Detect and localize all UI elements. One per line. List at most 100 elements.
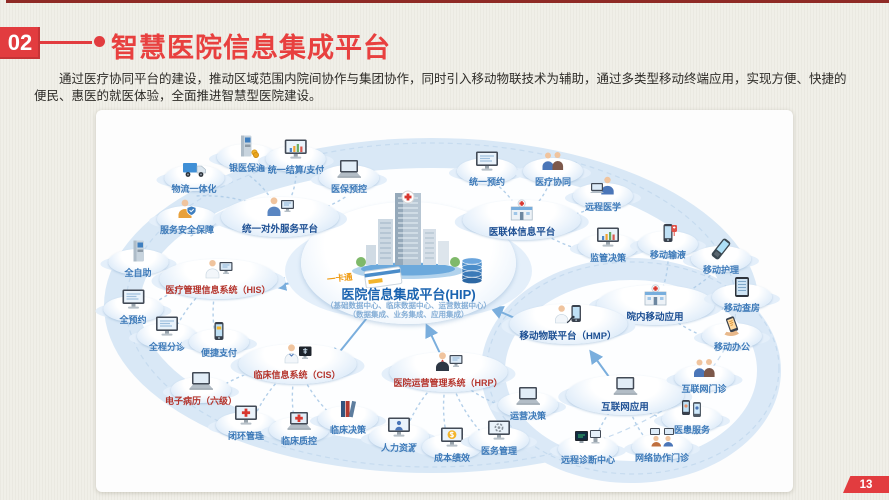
node-label: 远程诊断中心 [560, 455, 616, 465]
monitor-icon [475, 149, 499, 172]
diagram-node: 互联网门诊 [673, 356, 734, 395]
cloud-shape [158, 259, 277, 299]
diagram-node: 移动办公 [701, 314, 762, 353]
node-label: 闭环管理 [227, 431, 265, 441]
node-label: 网络协作门诊 [634, 453, 690, 463]
node-label: 院内移动应用 [626, 312, 684, 323]
node-label: 移动输液 [649, 250, 687, 260]
node-label: 全程分诊 [148, 342, 186, 352]
people-monitor-icon [647, 425, 677, 448]
node-label: 医院运营管理系统（HRP） [393, 378, 503, 388]
node-label: 医疗管理信息系统（HIS） [165, 285, 271, 295]
hospital-building-icon [352, 190, 464, 279]
node-label: 医联体信息平台 [488, 227, 556, 238]
monitor-chart-icon [596, 225, 620, 248]
laptop-icon [612, 373, 638, 396]
hip-subtitle-2: （数据集成、业务集成、应用集成） [348, 310, 469, 319]
monitor-chart-icon [284, 137, 308, 160]
diagram-node: 运营决策 [497, 383, 558, 422]
diagram-node: 互联网应用 [565, 373, 684, 415]
hospital-icon [509, 198, 535, 221]
one-card-icon [363, 266, 403, 288]
node-label: 移动护理 [702, 265, 740, 275]
monitor-icon [155, 314, 179, 337]
nurse-monitor-icon [203, 257, 233, 280]
hospital-icon [642, 283, 668, 306]
laptop-icon [188, 368, 214, 391]
top-accent-line [6, 0, 889, 3]
doctor-xray-icon [282, 342, 312, 365]
diagram-node: 物流一体化 [163, 156, 224, 195]
diagram-node: 人力资源 [368, 415, 429, 454]
diagram-node: 远程医学 [572, 174, 633, 213]
hip-center-hub: 一卡通 医院信息集成平台(HIP) （基础数据中心、临床数据中心、运营数据中心）… [301, 190, 516, 324]
diagram-node: 临床信息系统（CIS） [237, 342, 356, 384]
monitor-cross-icon [234, 403, 258, 426]
monitor-dollar-icon [440, 425, 464, 448]
node-label: 人力资源 [380, 443, 418, 453]
diagram-node: 全程分诊 [136, 314, 197, 353]
books-icon [337, 397, 359, 420]
node-label: 互联网门诊 [681, 384, 727, 394]
node-label: 物流一体化 [171, 184, 217, 194]
page-title: 智慧医院信息集成平台 [111, 33, 391, 63]
kiosk-icon [126, 240, 150, 263]
diagram-panel: 一卡通 医院信息集成平台(HIP) （基础数据中心、临床数据中心、运营数据中心）… [96, 110, 793, 492]
diagram-node: 医院运营管理系统（HRP） [388, 350, 507, 392]
diagram-node: 医疗协同 [522, 149, 583, 188]
node-label: 统一预约 [468, 177, 506, 187]
header-line [40, 41, 92, 44]
diagram-node: 移动输液 [637, 222, 698, 261]
node-label: 银医保通 [228, 163, 266, 173]
atm-kiosk-icon [235, 135, 259, 158]
hip-subtitle-1: （基础数据中心、临床数据中心、运营数据中心） [326, 301, 491, 310]
cloud-shape [557, 436, 618, 462]
cloud-shape [522, 158, 583, 184]
node-label: 统一结算/支付 [267, 165, 325, 175]
node-label: 移动查房 [723, 303, 761, 313]
diagram-node: 医疗管理信息系统（HIS） [158, 257, 277, 299]
title-bullet-icon [94, 36, 105, 47]
diagram-node: 全自助 [107, 240, 168, 279]
laptop-icon [336, 156, 362, 179]
diagram-node: 临床质控 [268, 408, 329, 447]
diagram-node: 移动查房 [711, 275, 772, 314]
phones-icon [679, 397, 705, 420]
node-label: 临床质控 [280, 436, 318, 446]
diagram-node: 远程诊断中心 [557, 427, 618, 466]
node-label: 远程医学 [584, 202, 622, 212]
person-shield-icon [175, 197, 199, 220]
node-label: 移动物联平台（HMP） [519, 331, 617, 342]
node-label: 临床决策 [329, 425, 367, 435]
person-computer-icon [589, 174, 617, 197]
laptop-icon [515, 383, 541, 406]
cloud-shape [388, 352, 507, 392]
diagram-node: 院内移动应用 [595, 283, 714, 325]
diagram-node: 移动护理 [690, 237, 751, 276]
node-label: 监管决策 [589, 253, 627, 263]
node-label: 互联网应用 [601, 402, 649, 413]
diagram-node: 服务安全保障 [156, 197, 217, 236]
diagram-node: 医务管理 [468, 418, 529, 457]
page-number-badge: 13 [843, 476, 889, 493]
businessman-monitor-icon [433, 350, 463, 373]
diagram-node: 医联体信息平台 [462, 198, 581, 240]
monitor-icon [121, 287, 145, 310]
diagram-node: 成本绩效 [421, 425, 482, 464]
cloud-shape [661, 406, 722, 432]
diagram-node: 统一对外服务平台 [220, 195, 339, 237]
diagram-node: 临床决策 [317, 397, 378, 436]
intro-paragraph: 通过医疗协同平台的建设，推动区域范围内院间协作与集团协作，同时引入移动物联技术为… [34, 72, 847, 103]
section-number-badge: 02 [0, 27, 40, 59]
hip-title: 医院信息集成平台(HIP) [341, 287, 476, 302]
person-monitor-icon [265, 195, 295, 218]
truck-icon [181, 156, 207, 179]
nurse-phone-icon [553, 302, 583, 325]
diagram-node: 网络协作门诊 [631, 425, 692, 464]
diagram-node: 监管决策 [577, 225, 638, 264]
cloud-shape [673, 365, 734, 391]
tablet-icon [732, 275, 752, 298]
diagram-node: 便捷支付 [188, 320, 249, 359]
diagram-node: 移动物联平台（HMP） [509, 302, 627, 344]
